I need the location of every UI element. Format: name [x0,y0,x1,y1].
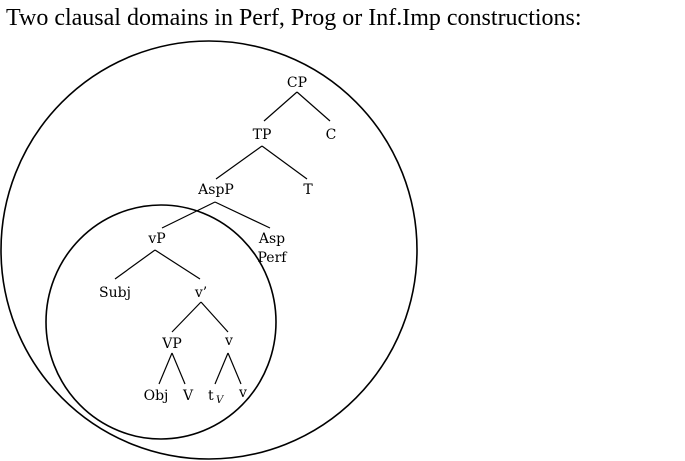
node-c: C [326,127,337,143]
node-perf: Perf [258,250,289,266]
node-asp: Asp [258,231,285,247]
node-aspp: AspP [197,182,234,198]
node-vp-big: VP [161,336,182,352]
branch-VP-V [171,352,186,385]
branch-v-trace [214,352,229,385]
branch-aspp-asp [214,201,271,229]
node-subj: Subj [99,285,131,301]
node-v-big: V [182,388,194,404]
node-obj: Obj [144,388,169,404]
node-vbar: v’ [194,285,207,301]
branch-aspp-vp [161,201,216,229]
node-cp: CP [287,75,307,91]
node-tp: TP [253,127,272,143]
branch-cp-tp [263,91,298,122]
branch-vp-subj [114,249,156,280]
branch-VP-obj [158,352,173,385]
node-v-little-leaf: v [238,385,247,401]
branch-cp-c [296,91,331,122]
diagram-title: Two clausal domains in Perf, Prog or Inf… [6,5,582,31]
branch-vbar-VP [171,301,202,333]
node-trace-subscript: V [216,395,225,406]
node-trace: t [208,388,214,404]
outer-clausal-domain-circle [0,40,418,460]
node-t: T [303,182,313,198]
node-v-little: v [224,333,233,349]
branch-tp-aspp [215,145,263,180]
branch-v-v [227,352,242,385]
inner-clausal-domain-circle [45,204,277,440]
branch-vp-vbar [154,249,201,280]
node-vp-little: vP [147,231,165,247]
branch-tp-t [261,145,308,180]
branch-vbar-v [200,301,229,333]
